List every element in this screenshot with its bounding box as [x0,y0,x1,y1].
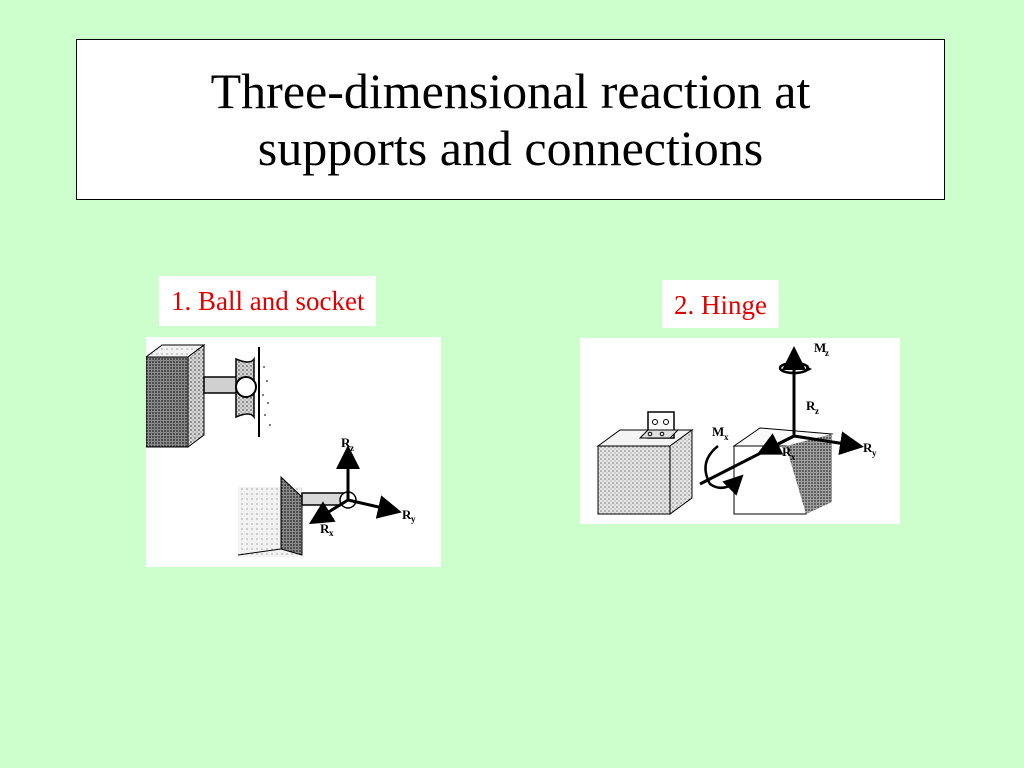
upper-socket [203,347,271,437]
rx-hinge-sub: x [791,452,796,462]
ry-sub: y [411,514,416,524]
rx-sub: x [329,528,334,538]
reaction-axes [308,445,402,525]
title-line-1: Three-dimensional reaction at [210,62,811,119]
ry-label: R [402,507,412,522]
hinge-plate [638,411,680,439]
lower-block [237,475,303,557]
rx-hinge-label: R [782,444,792,459]
upper-block [146,344,206,448]
ball-socket-diagram: R z R y R x [146,344,416,557]
mx-label: M [712,424,724,439]
left-block [596,429,694,515]
rz-hinge-label: R [806,398,816,413]
hinge-figure: M z R z M x R x R y [580,338,900,524]
reaction-axes [699,346,864,496]
hinge-label: 2. Hinge [662,280,779,328]
ry-hinge-label: R [863,440,873,455]
ry-hinge-sub: y [872,448,877,458]
rz-label: R [341,435,351,450]
title-box: Three-dimensional reaction at supports a… [76,39,945,200]
rz-sub: z [350,443,354,453]
rx-label: R [320,521,330,536]
mz-label: M [814,340,826,355]
hinge-diagram: M z R z M x R x R y [596,340,877,515]
rz-hinge-sub: z [815,406,819,416]
mz-sub: z [825,348,829,358]
mx-sub: x [724,432,729,442]
title-line-2: supports and connections [257,119,764,176]
ball-socket-figure: R z R y R x [146,337,441,567]
ball-socket-label: 1. Ball and socket [159,276,377,326]
